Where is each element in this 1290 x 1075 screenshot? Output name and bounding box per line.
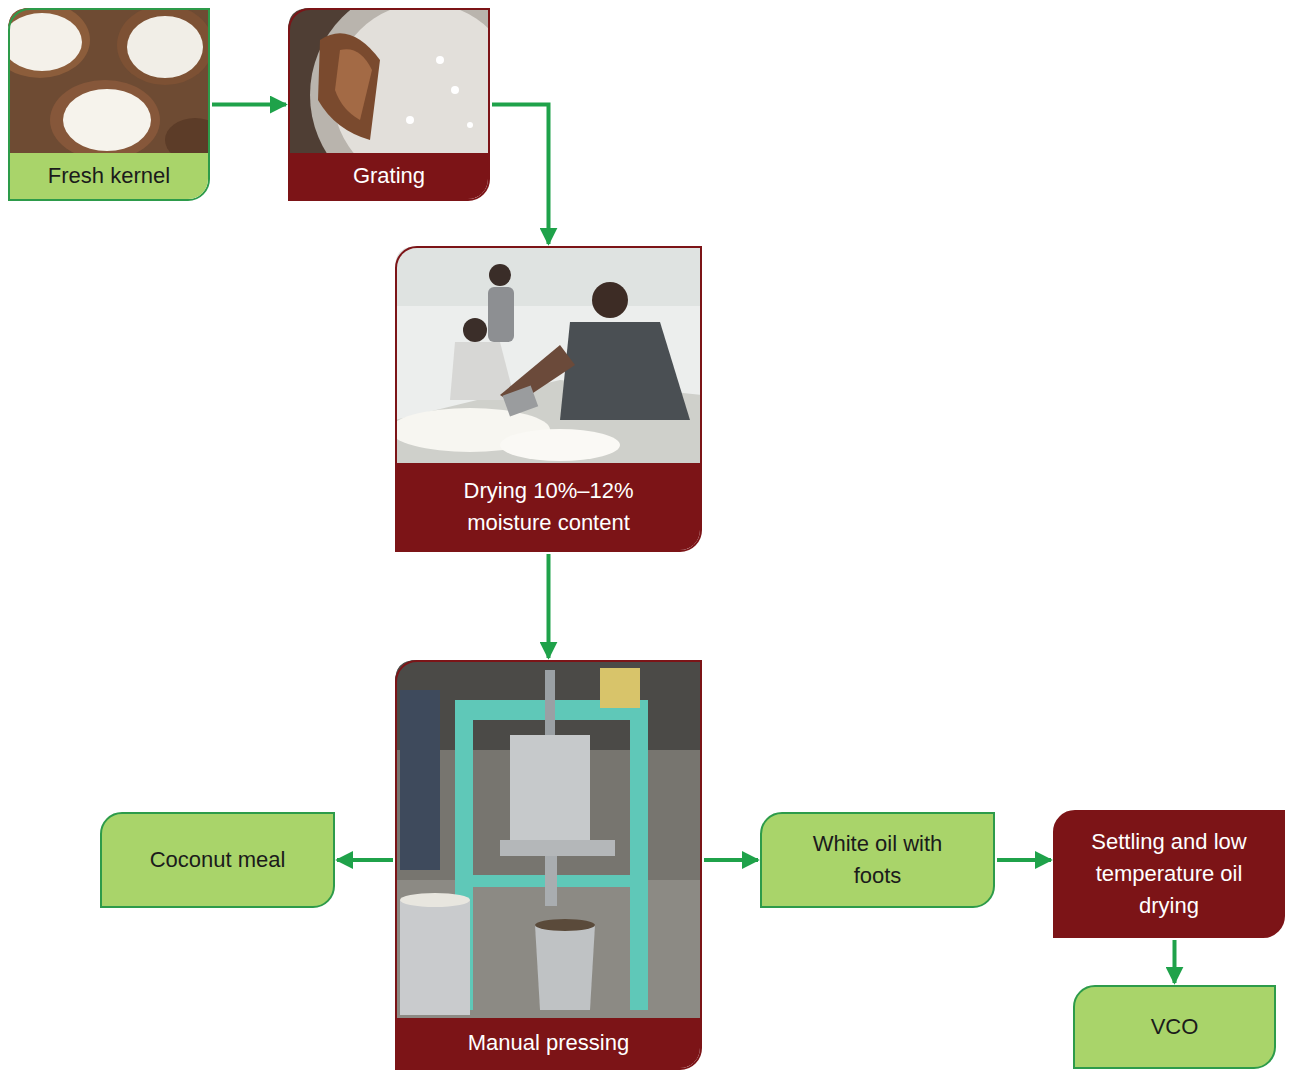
label-area: VCO bbox=[1075, 987, 1274, 1067]
step-box: Settling and low temperature oil drying bbox=[1053, 810, 1285, 938]
drying-photo bbox=[390, 246, 702, 466]
label-band: Drying 10%–12% moisture content bbox=[397, 463, 700, 550]
photo-step-box: Drying 10%–12% moisture content bbox=[395, 246, 702, 552]
step-box: Coconut meal bbox=[100, 812, 335, 908]
flow-arrow bbox=[212, 103, 286, 107]
label-band: Fresh kernel bbox=[10, 153, 208, 199]
photo-step-box: Manual pressing bbox=[395, 660, 702, 1070]
label-band: Manual pressing bbox=[397, 1018, 700, 1068]
label-area: Settling and low temperature oil drying bbox=[1055, 812, 1283, 936]
label-band: Grating bbox=[290, 153, 488, 199]
step-box: White oil with foots bbox=[760, 812, 995, 908]
step-label: White oil with foots bbox=[813, 828, 943, 892]
kernel-photo bbox=[0, 2, 225, 162]
label-area: Coconut meal bbox=[102, 814, 333, 906]
step-label: Grating bbox=[353, 160, 425, 192]
step-label: Fresh kernel bbox=[48, 160, 170, 192]
step-label: VCO bbox=[1151, 1011, 1199, 1043]
step-box: VCO bbox=[1073, 985, 1276, 1069]
photo-step-box: Grating bbox=[288, 8, 490, 201]
step-label: Coconut meal bbox=[150, 844, 286, 876]
photo-step-box: Fresh kernel bbox=[8, 8, 210, 201]
flow-arrow bbox=[337, 858, 393, 862]
flow-arrow bbox=[492, 105, 549, 245]
step-label: Settling and low temperature oil drying bbox=[1069, 826, 1269, 922]
step-label: Manual pressing bbox=[468, 1027, 629, 1059]
label-area: White oil with foots bbox=[762, 814, 993, 906]
flow-arrow bbox=[1173, 940, 1177, 983]
flow-arrow bbox=[547, 554, 551, 658]
step-label: Drying 10%–12% moisture content bbox=[449, 475, 649, 539]
flow-arrow bbox=[704, 858, 758, 862]
press-photo bbox=[395, 660, 702, 1022]
flow-arrow bbox=[997, 858, 1051, 862]
